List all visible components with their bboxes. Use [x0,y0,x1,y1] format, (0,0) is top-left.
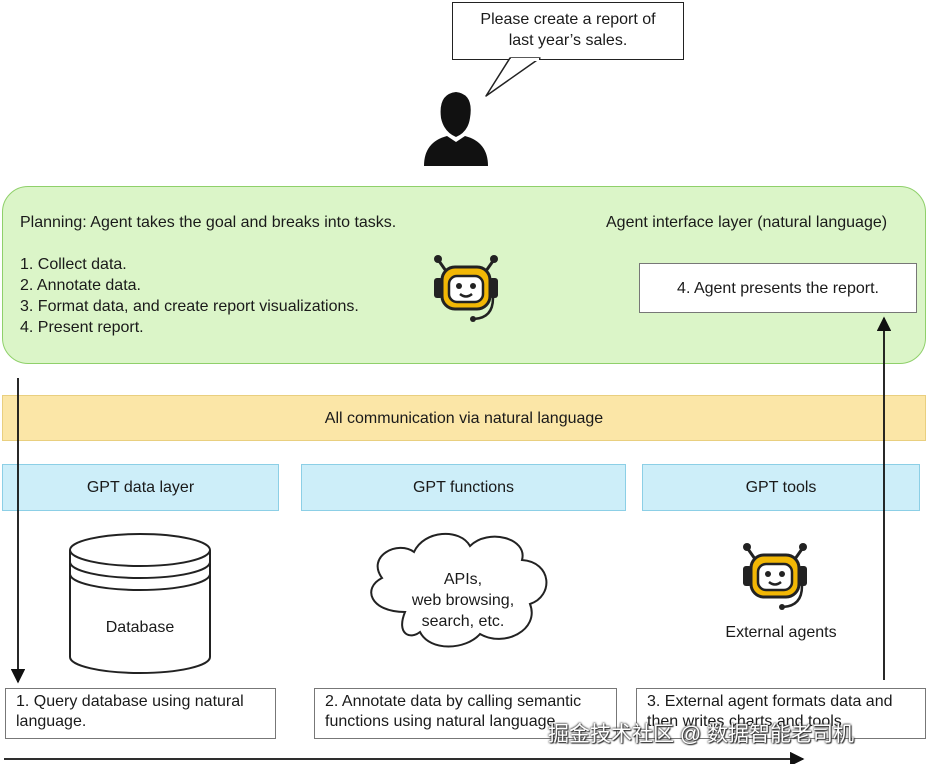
robot-icon-planning [434,255,498,322]
speech-tail [485,57,541,97]
gpt-functions-layer-label: GPT functions [412,479,515,496]
report-step-box: 4. Agent presents the report. [639,263,917,313]
database-icon [69,533,211,674]
database-label: Database [105,619,175,636]
step-1-box: 1. Query database using natural language… [5,688,276,739]
planning-title: Planning: Agent takes the goal and break… [20,214,397,231]
task-item: 3. Format data, and create report visual… [20,298,359,315]
task-item: 1. Collect data. [20,256,127,273]
cloud-label: APIs, web browsing, search, etc. [383,569,543,632]
step-2-line-1: 2. Annotate data by calling semantic [325,693,582,710]
step-1-line-2: language. [16,713,87,730]
watermark: 掘金技术社区 @ 数据智能老司机 [548,723,854,746]
robot-icon-external [743,543,807,610]
step-2-box: 2. Annotate data by calling semantic fun… [314,688,617,739]
task-item: 4. Present report. [20,319,144,336]
report-step-label: 4. Agent presents the report. [677,279,879,297]
step-1-line-1: 1. Query database using natural [16,693,244,710]
communication-band-label: All communication via natural language [324,409,604,427]
step-3-line-1: 3. External agent formats data and [647,693,893,710]
speech-line-1: Please create a report of [480,11,656,28]
cloud-line-2: web browsing, [411,592,515,609]
cloud-icon [370,532,548,648]
gpt-functions-layer: GPT functions [301,464,626,511]
external-agents-label: External agents [725,624,837,641]
gpt-tools-layer-label: GPT tools [745,479,817,496]
gpt-data-layer: GPT data layer [2,464,279,511]
agent-interface-title: Agent interface layer (natural language) [606,214,888,231]
cloud-line-1: APIs, [443,571,483,588]
task-item: 2. Annotate data. [20,277,141,294]
step-3-box: 3. External agent formats data and then … [636,688,926,739]
person-icon [424,92,488,166]
step-3-line-2: then writes charts and tools. [647,713,847,730]
communication-band: All communication via natural language [2,395,926,441]
speech-line-2: last year’s sales. [508,32,628,49]
gpt-data-layer-label: GPT data layer [86,479,195,496]
step-2-line-2: functions using natural language. [325,713,560,730]
speech-bubble: Please create a report of last year’s sa… [452,2,684,60]
cloud-line-3: search, etc. [421,613,505,630]
gpt-tools-layer: GPT tools [642,464,920,511]
